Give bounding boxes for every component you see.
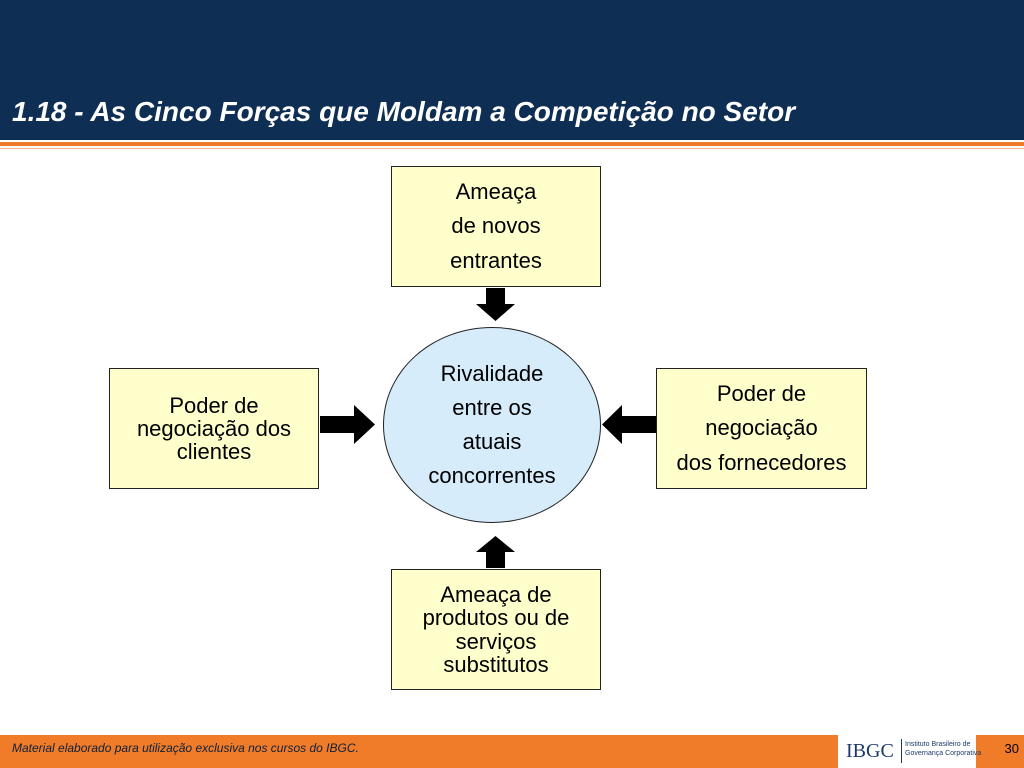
arrow-down-icon: [476, 288, 515, 321]
text-line: atuais: [462, 429, 522, 454]
arrow-right-icon: [320, 405, 375, 444]
footer-note: Material elaborado para utilização exclu…: [12, 741, 359, 755]
text-line: concorrentes: [428, 463, 556, 489]
box-threat-substitutes: Ameaça de produtos ou de serviços substi…: [391, 569, 601, 690]
text-line: Ameaça: [455, 179, 537, 205]
text-line: entrantes: [450, 247, 542, 273]
title-underline-thin: [0, 148, 1024, 149]
text-line: de novos: [451, 213, 541, 239]
text-line: Poder de: [716, 381, 807, 407]
ibgc-logo-subtitle: Instituto Brasileiro de Governança Corpo…: [905, 740, 981, 758]
logo-sub-line: Governança Corporativa: [905, 750, 982, 757]
title-underline: [0, 142, 1024, 146]
text-line: substitutos: [443, 651, 549, 677]
text-line: negociação: [705, 415, 818, 441]
text-line: Ameaça de: [440, 582, 552, 608]
rivalry-circle: Rivalidade entre os atuais concorrentes: [383, 327, 601, 523]
logo-sub-line: Instituto Brasileiro de: [905, 741, 971, 748]
arrow-left-icon: [602, 405, 656, 444]
box-threat-new-entrants: Ameaça de novos entrantes: [391, 166, 601, 287]
box-threat-substitutes-text: Ameaça de produtos ou de serviços substi…: [423, 583, 570, 675]
text-line: Poder de: [169, 392, 259, 418]
text-line: Rivalidade: [440, 360, 544, 386]
logo-separator: [901, 739, 902, 763]
slide-title: 1.18 - As Cinco Forças que Moldam a Comp…: [12, 96, 796, 127]
box-supplier-power-text: Poder de negociação dos fornecedores: [677, 377, 847, 479]
box-supplier-power: Poder de negociação dos fornecedores: [656, 368, 867, 489]
ibgc-logo-mark: IBGC: [846, 740, 894, 762]
box-threat-new-entrants-text: Ameaça de novos entrantes: [450, 175, 542, 277]
page-number: 30: [1004, 741, 1019, 756]
text-line: serviços: [455, 628, 537, 654]
box-buyer-power: Poder de negociação dos clientes: [109, 368, 319, 489]
ibgc-logo: [838, 735, 976, 768]
arrow-up-icon: [476, 536, 515, 568]
box-buyer-power-text: Poder de negociação dos clientes: [137, 394, 291, 463]
text-line: produtos ou de: [422, 605, 570, 631]
header-bar: [0, 0, 1024, 140]
text-line: negociação dos: [136, 415, 292, 441]
text-line: clientes: [176, 439, 252, 465]
text-line: entre os: [452, 394, 532, 420]
rivalry-circle-text: Rivalidade entre os atuais concorrentes: [428, 357, 555, 493]
text-line: dos fornecedores: [676, 449, 847, 475]
